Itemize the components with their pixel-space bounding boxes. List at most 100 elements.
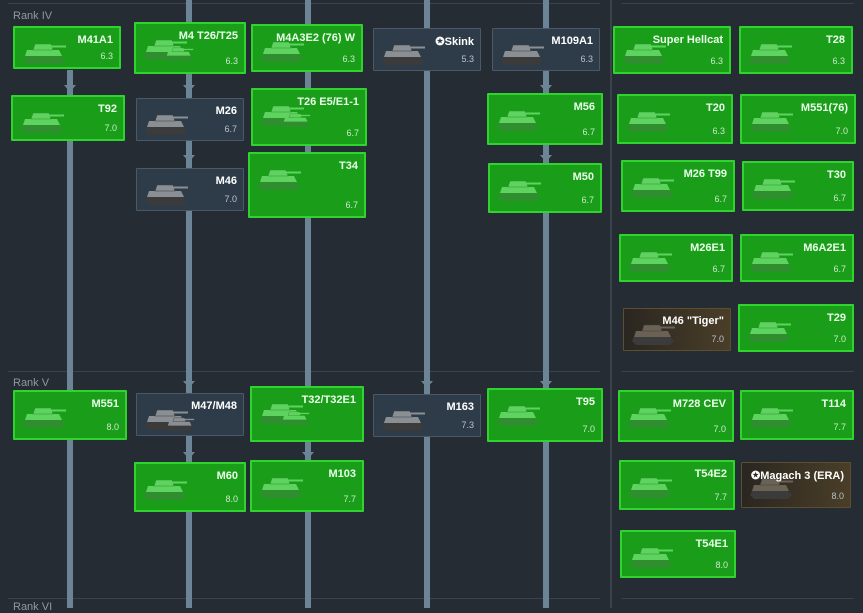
rank-divider	[8, 371, 600, 372]
rank-label: Rank IV	[13, 10, 53, 22]
battle-rating: 6.3	[712, 126, 725, 136]
light-tank-icon	[23, 43, 66, 64]
vehicle-name: M46 "Tiger"	[662, 315, 724, 327]
vehicle-name: Super Hellcat	[652, 34, 723, 46]
tank-destroyer-icon	[498, 180, 541, 201]
vehicle-name: M26	[215, 105, 237, 117]
vehicle-name: T34	[339, 160, 358, 172]
rank-label: Rank V	[13, 377, 50, 389]
battle-rating: 6.7	[581, 195, 594, 205]
heavy-tank-icon	[260, 477, 303, 498]
vehicle-name: M728 CEV	[672, 398, 726, 410]
arrow-down-icon	[540, 155, 552, 162]
vehicle-name: M551(76)	[800, 102, 848, 114]
rocket-tank-icon	[631, 177, 674, 198]
vehicle-name: T20	[706, 102, 725, 114]
premium-column-separator	[610, 0, 612, 608]
vehicle-name: M4A3E2 (76) W	[276, 32, 355, 44]
vehicle-name: M56	[573, 101, 595, 113]
battle-rating: 7.3	[461, 420, 474, 430]
medium-tank-icon	[165, 47, 194, 61]
vehicle-card-magach-3-era[interactable]: ✪Magach 3 (ERA)8.0	[741, 462, 851, 508]
research-line	[543, 0, 549, 608]
vehicle-name: M47/M48	[191, 400, 237, 412]
battle-rating: 6.7	[712, 264, 725, 274]
research-line	[305, 0, 311, 608]
vehicle-card-t54e1[interactable]: T54E1 8.0	[620, 530, 736, 578]
vehicle-card-m47-m48[interactable]: M47/M48	[136, 393, 244, 436]
arrow-down-icon	[421, 381, 433, 388]
vehicle-card-super-hellcat[interactable]: Super Hellcat 6.3	[613, 26, 731, 74]
vehicle-card-t32-t32e1[interactable]: T32/T32E1	[250, 386, 364, 442]
battle-rating: 6.7	[714, 194, 727, 204]
tank-destroyer-icon	[623, 43, 666, 64]
vehicle-name: M6A2E1	[803, 242, 846, 254]
light-tank-icon	[23, 407, 66, 428]
vehicle-name: M46	[215, 175, 237, 187]
battle-rating: 6.3	[580, 54, 593, 64]
battle-rating: 7.0	[835, 126, 848, 136]
spaa-icon	[382, 44, 425, 65]
vehicle-card-m6a2e1[interactable]: M6A2E1 6.7	[740, 234, 854, 282]
battle-rating: 6.3	[710, 56, 723, 66]
battle-rating: 6.7	[833, 264, 846, 274]
vehicle-name: T29	[827, 312, 846, 324]
battle-rating: 7.0	[582, 424, 595, 434]
battle-rating: 6.7	[346, 128, 359, 138]
rank-divider	[622, 598, 854, 599]
vehicle-card-m46-tiger[interactable]: M46 "Tiger"7.0	[623, 308, 731, 351]
vehicle-name: T95	[576, 396, 595, 408]
vehicle-card-m551-76[interactable]: M551(76) 7.0	[740, 94, 856, 144]
research-line	[186, 0, 192, 608]
medium-tank-icon	[261, 41, 304, 62]
vehicle-name: T32/T32E1	[301, 394, 356, 406]
battle-rating: 8.0	[715, 560, 728, 570]
medium-tank-icon	[632, 324, 675, 345]
tank-destroyer-icon	[497, 405, 540, 426]
battle-rating: 7.0	[833, 334, 846, 344]
vehicle-name: M109A1	[551, 35, 593, 47]
research-line	[67, 70, 73, 608]
vehicle-card-t95[interactable]: T95 7.0	[487, 388, 603, 442]
vehicle-name: M41A1	[77, 34, 113, 46]
vehicle-card-t26-e5-e1-1[interactable]: T26 E5/E1-1 6.7	[251, 88, 367, 146]
heavy-tank-icon	[630, 547, 673, 568]
battle-rating: 6.3	[100, 51, 113, 61]
arrow-down-icon	[183, 381, 195, 388]
vehicle-name: T26 E5/E1-1	[297, 96, 359, 108]
battle-rating: 6.3	[225, 56, 238, 66]
vehicle-name: T54E1	[695, 538, 728, 550]
rank-divider	[622, 3, 854, 4]
medium-tank-icon	[144, 479, 187, 500]
vehicle-card-m41a1[interactable]: M41A1 6.3	[13, 26, 121, 69]
battle-rating: 7.7	[343, 494, 356, 504]
vehicle-name: M60	[216, 470, 238, 482]
vehicle-card-t29[interactable]: T29 7.0	[738, 304, 854, 352]
arrow-down-icon	[302, 452, 314, 459]
vehicle-card-t20[interactable]: T20 6.3	[617, 94, 733, 144]
arrow-down-icon	[540, 381, 552, 388]
vehicle-card-m109a1[interactable]: M109A1 6.3	[492, 28, 600, 71]
arrow-down-icon	[183, 452, 195, 459]
medium-tank-icon	[166, 417, 195, 431]
